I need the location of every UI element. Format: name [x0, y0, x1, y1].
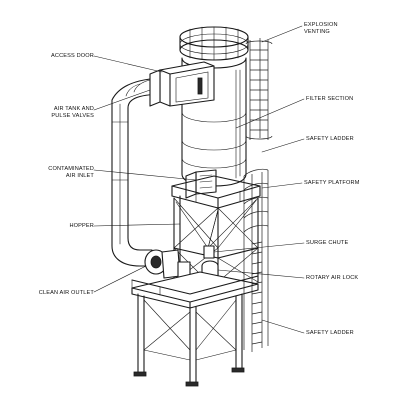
access-door-box — [149, 61, 215, 107]
label-access-door: ACCESS DOOR — [51, 53, 94, 59]
duct — [111, 77, 169, 267]
lower-platform — [131, 271, 259, 309]
label-safety-ladder-upper: SAFETY LADDER — [306, 136, 354, 142]
upper-ladder — [245, 38, 273, 140]
support-legs — [133, 293, 245, 387]
label-clean-air-outlet: CLEAN AIR OUTLET — [38, 290, 94, 296]
label-safety-platform: SAFETY PLATFORM — [304, 180, 360, 186]
label-contaminated-air-inlet: CONTAMINATED AIR INLET — [48, 166, 94, 179]
lower-ladder — [243, 168, 269, 352]
label-surge-chute: SURGE CHUTE — [306, 240, 349, 246]
label-air-tank-pulse-valves: AIR TANK AND PULSE VALVES — [51, 106, 94, 119]
leader-lines — [93, 25, 305, 334]
label-filter-section: FILTER SECTION — [306, 96, 354, 102]
label-explosion-venting: EXPLOSION VENTING — [304, 22, 338, 35]
top-railing — [179, 26, 249, 61]
label-hopper: HOPPER — [69, 223, 94, 229]
label-rotary-air-lock: ROTARY AIR LOCK — [306, 275, 359, 281]
label-safety-ladder-lower: SAFETY LADDER — [306, 330, 354, 336]
